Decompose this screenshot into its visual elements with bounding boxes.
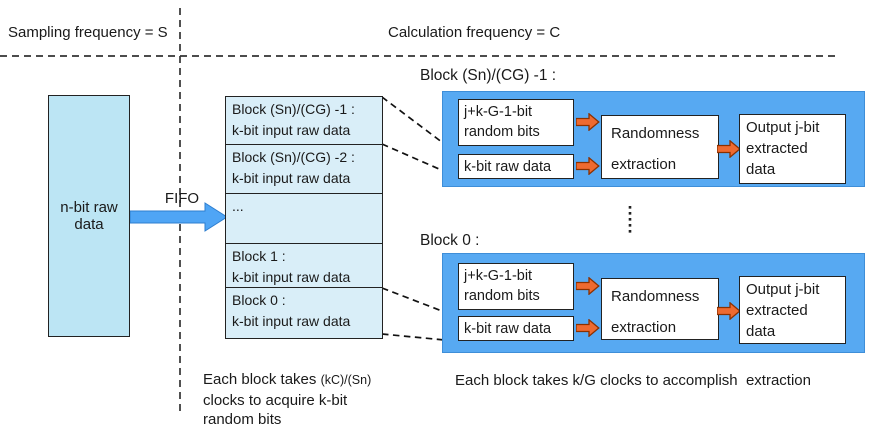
connector-top-row-upper-line	[381, 96, 456, 153]
output-line1: Output j-bit	[746, 281, 820, 298]
randomness-extraction-box: Randomness extraction	[601, 115, 719, 179]
stack-row-title: Block (Sn)/(CG) -1 :	[232, 101, 355, 117]
flow-arrow-icon	[717, 140, 741, 158]
randomness-extraction-box: Randomness extraction	[601, 278, 719, 340]
acquire-caption-line1: Each block takes (kC)/(Sn)	[203, 370, 428, 391]
n-bit-raw-data-box: n-bit raw data	[48, 95, 130, 337]
fifo-stack-row: Block (Sn)/(CG) -2 : k-bit input raw dat…	[226, 145, 382, 194]
calculation-frequency-label: Calculation frequency = C	[388, 24, 561, 41]
random-bits-box: j+k-G-1-bit random bits	[458, 99, 574, 146]
stack-row-subtitle: k-bit input raw data	[232, 122, 351, 138]
block-group-top-title: Block (Sn)/(CG) -1 :	[420, 67, 557, 84]
acquire-clocks-caption: Each block takes (kC)/(Sn) clocks to acq…	[203, 370, 428, 430]
output-line3: data	[746, 323, 776, 340]
flow-arrow-icon	[576, 113, 600, 131]
raw-data-box: k-bit raw data	[458, 316, 574, 341]
fifo-label: FIFO	[164, 190, 200, 207]
raw-data-label: k-bit raw data	[464, 158, 552, 175]
stack-row-title: Block 0 :	[232, 292, 286, 308]
connector-block0-upper-line	[381, 287, 456, 317]
stack-row-subtitle: k-bit input raw data	[232, 313, 351, 329]
block-group-bottom-title: Block 0 :	[420, 232, 480, 249]
n-bit-raw-data-label: n-bit raw data	[60, 199, 118, 233]
acquire-caption-line3: random bits	[203, 411, 282, 428]
output-line2: extracted	[746, 140, 808, 157]
extraction-line1: Randomness	[611, 125, 700, 142]
random-bits-line1: j+k-G-1-bit	[464, 104, 533, 120]
acquire-caption-line2: clocks to acquire k-bit	[203, 391, 348, 409]
flow-arrow-icon	[576, 277, 600, 295]
block-group-bottom: j+k-G-1-bit random bits k-bit raw data R…	[442, 253, 865, 353]
acquire-caption-formula: (kC)/(Sn)	[320, 373, 372, 387]
fifo-block-stack: Block (Sn)/(CG) -1 : k-bit input raw dat…	[225, 96, 383, 339]
stack-row-subtitle: k-bit input raw data	[232, 269, 351, 285]
stack-row-title: Block (Sn)/(CG) -2 :	[232, 149, 355, 165]
flow-arrow-icon	[576, 157, 600, 175]
raw-data-label: k-bit raw data	[464, 320, 552, 337]
random-bits-line2: random bits	[464, 124, 540, 140]
stack-row-title: ...	[232, 198, 244, 214]
flow-arrow-icon	[717, 302, 741, 320]
fifo-stack-row: Block 1 : k-bit input raw data	[226, 244, 382, 288]
fifo-stack-row: Block (Sn)/(CG) -1 : k-bit input raw dat…	[226, 97, 382, 145]
extraction-clocks-caption: Each block takes k/G clocks to accomplis…	[455, 372, 811, 389]
output-box: Output j-bit extracted data	[739, 276, 846, 344]
output-line3: data	[746, 161, 776, 178]
output-line1: Output j-bit	[746, 119, 820, 136]
random-bits-box: j+k-G-1-bit random bits	[458, 263, 574, 310]
random-bits-line1: j+k-G-1-bit	[464, 268, 533, 284]
fifo-arrow	[129, 202, 228, 232]
stack-row-title: Block 1 :	[232, 248, 286, 264]
extraction-line2: extraction	[611, 156, 677, 173]
fifo-stack-row: ...	[226, 194, 382, 244]
extraction-line2: extraction	[611, 319, 677, 336]
acquire-caption-prefix: Each block takes	[203, 371, 321, 388]
raw-data-box: k-bit raw data	[458, 154, 574, 179]
output-box: Output j-bit extracted data	[739, 114, 846, 184]
flow-arrow-icon	[576, 319, 600, 337]
random-bits-line2: random bits	[464, 288, 540, 304]
block-group-top: j+k-G-1-bit random bits k-bit raw data R…	[442, 91, 865, 187]
stack-row-subtitle: k-bit input raw data	[232, 170, 351, 186]
output-line2: extracted	[746, 302, 808, 319]
extraction-line1: Randomness	[611, 288, 700, 305]
fifo-stack-row: Block 0 : k-bit input raw data	[226, 288, 382, 338]
sampling-frequency-label: Sampling frequency = S	[8, 24, 168, 41]
